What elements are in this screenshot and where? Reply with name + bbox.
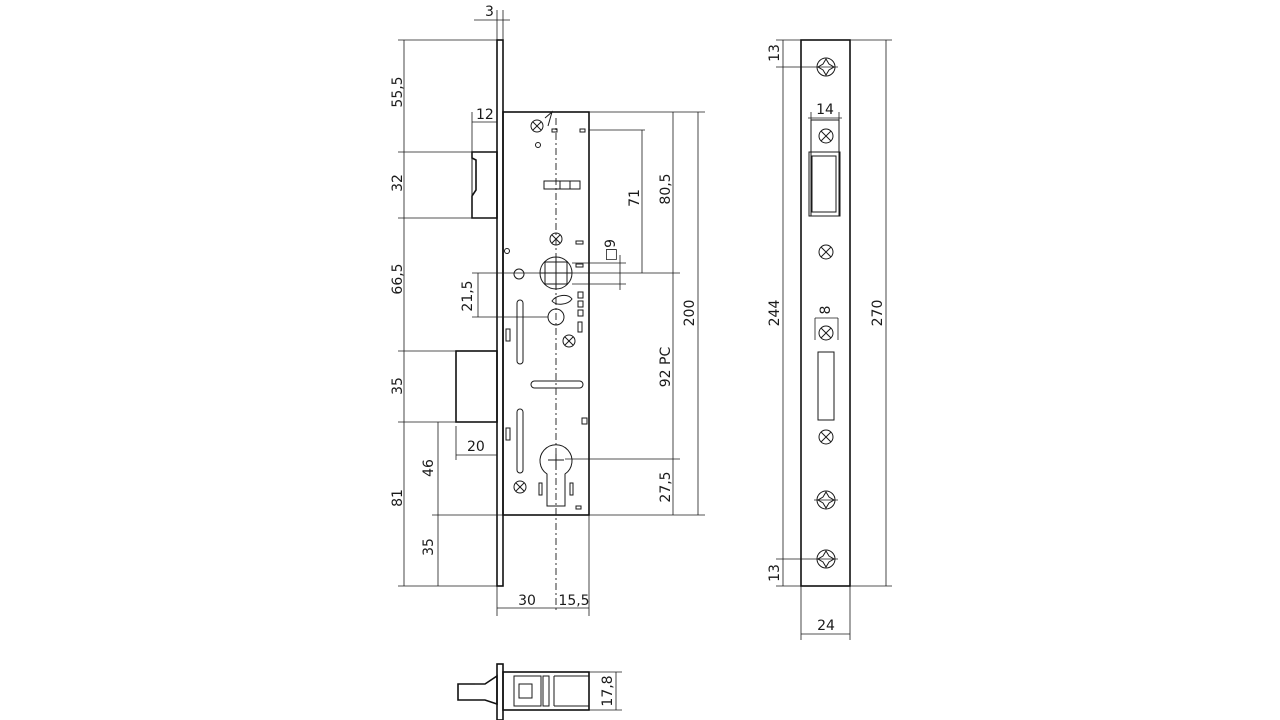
spindle-follower: [539, 256, 573, 290]
side-dimensions: [776, 39, 892, 640]
dim-screw-top: 13: [767, 44, 783, 62]
bottom-dimensions: 17,8: [589, 671, 622, 711]
dim-screw-spacing: 244: [767, 300, 783, 327]
latch-tail: [543, 180, 581, 190]
dim-latch-inset: 12: [476, 107, 494, 123]
dim-latch-height: 32: [390, 174, 406, 192]
dim-spindle-square: □9: [603, 239, 619, 261]
lock-case: [502, 111, 590, 516]
dim-faceplate-length: 270: [870, 300, 886, 327]
bolt-slot-side: [817, 351, 835, 421]
faceplate: [496, 39, 504, 587]
screw-icon: [818, 429, 834, 445]
dim-latch-to-spindle: 71: [627, 189, 643, 207]
screw-icon: [818, 128, 834, 144]
dim-case-height: 200: [682, 300, 698, 327]
dim-bolt-throw: 20: [467, 439, 485, 455]
faceplate-side: [800, 39, 851, 587]
screw-icon: [562, 334, 576, 348]
dim-bottom-total: 81: [390, 489, 406, 507]
dim-bottom-offset: 35: [421, 538, 437, 556]
dim-centre-distance: 92 PC: [658, 347, 674, 388]
dim-bolt-to-cylinder: 46: [421, 459, 437, 477]
dim-faceplate-thickness: 3: [485, 4, 494, 20]
dim-screw-bottom: 13: [767, 564, 783, 582]
side-dimension-labels: 13 14 244 270 8 13 24: [767, 44, 886, 634]
dim-latch-to-bolt: 66,5: [390, 263, 406, 294]
front-dimension-labels: 3 55,5 12 32 66,5 21,5 35 20 46 81 35 □9…: [390, 4, 698, 609]
dim-top-to-spindle: 80,5: [658, 173, 674, 204]
screw-icon: [530, 119, 544, 133]
dim-cylinder-to-bottom: 27,5: [658, 471, 674, 502]
dim-backset: 30: [518, 593, 536, 609]
bottom-latch: [457, 674, 498, 706]
dim-case-depth: 15,5: [558, 593, 589, 609]
screw-icon: [818, 325, 834, 341]
dim-bolt-slot-width: 8: [818, 306, 834, 315]
bolt-slot: [530, 380, 584, 389]
dim-latch-slot-width: 14: [816, 102, 834, 118]
dead-bolt: [455, 350, 498, 423]
cylinder-hole: [539, 444, 573, 507]
front-dimensions: [398, 10, 705, 616]
bottom-view: [457, 663, 590, 720]
dim-faceplate-width: 24: [817, 618, 835, 634]
latch-bolt: [471, 151, 498, 219]
dim-spindle-offset: 21,5: [460, 280, 476, 311]
bottom-faceplate: [496, 663, 504, 720]
dim-top-offset: 55,5: [390, 76, 406, 107]
screw-icon: [513, 480, 527, 494]
screw-icon: [818, 244, 834, 260]
front-view: [455, 39, 590, 612]
side-view: [800, 39, 851, 587]
dim-bottom-height: 17,8: [600, 675, 616, 706]
dim-bolt-height: 35: [390, 377, 406, 395]
screw-icon: [549, 232, 563, 246]
